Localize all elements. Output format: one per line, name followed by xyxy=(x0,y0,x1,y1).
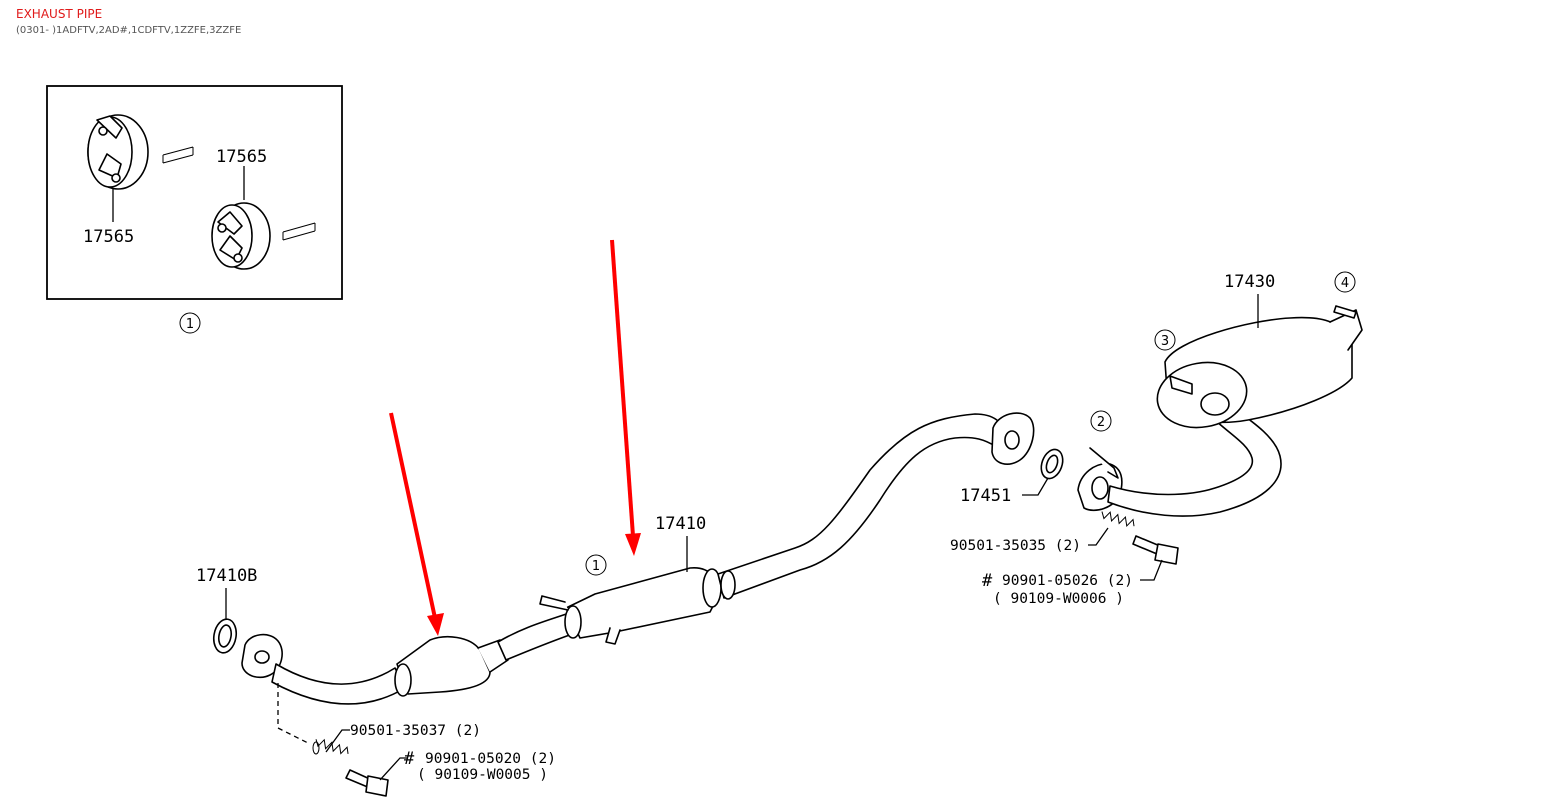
bolt-front-mark: # xyxy=(404,749,415,769)
hanger-pin-lower xyxy=(282,222,316,241)
label-bolt-front-alt: ( 90109-W0005 ) xyxy=(417,767,548,783)
callout-circle-pipe-hanger xyxy=(585,554,607,576)
inlet-pipe xyxy=(271,663,406,705)
callout-circle-inset xyxy=(179,312,201,334)
tail-pipe-assembly xyxy=(1077,305,1363,517)
label-inset-top: 17565 xyxy=(216,147,267,167)
dashed-guide-front xyxy=(277,683,311,745)
diagram-title: EXHAUST PIPE xyxy=(16,7,103,21)
callout-circle-muffler-hanger xyxy=(1154,329,1176,351)
callout-muffler-hanger: 3 xyxy=(1161,334,1169,349)
label-inset-bottom: 17565 xyxy=(83,227,134,247)
callout-inset: 1 xyxy=(186,317,194,332)
rubber-hanger-lower xyxy=(211,202,271,270)
leader-spring-rear xyxy=(1088,527,1109,546)
front-pipe-assembly xyxy=(241,412,1035,705)
gasket-center xyxy=(1040,448,1064,480)
bolt-rear-mark: # xyxy=(982,571,993,591)
gasket-front xyxy=(212,618,238,654)
label-spring-rear: 90501-35035 (2) xyxy=(950,538,1081,554)
callout-tail-hanger: 4 xyxy=(1341,276,1349,291)
label-tail-pipe: 17430 xyxy=(1224,272,1275,292)
label-bolt-front: 90901-05020 (2) xyxy=(425,751,556,767)
label-bolt-rear: 90901-05026 (2) xyxy=(1002,573,1133,589)
callout-pipe-hanger: 1 xyxy=(592,559,600,574)
label-spring-front: 90501-35037 (2) xyxy=(350,723,481,739)
label-gasket-front: 17410B xyxy=(196,566,257,586)
bolt-front xyxy=(345,769,389,797)
center-pipe xyxy=(717,413,1004,599)
leader-bolt-rear xyxy=(1140,559,1163,581)
label-bolt-rear-alt: ( 90109-W0006 ) xyxy=(993,591,1124,607)
bolt-rear xyxy=(1132,535,1179,565)
callout-circle-rear-flange xyxy=(1090,410,1112,432)
spring-rear xyxy=(1101,511,1135,527)
diagram-subtitle: (0301- )1ADFTV,2AD#,1CDFTV,1ZZFE,3ZZFE xyxy=(16,25,242,36)
red-arrow-catalytic xyxy=(389,412,444,636)
leader-bolt-front xyxy=(379,757,408,781)
leader-gasket-center xyxy=(1022,477,1049,496)
label-front-pipe: 17410 xyxy=(655,514,706,534)
spring-front xyxy=(312,738,349,755)
inset-frame xyxy=(46,85,343,300)
hanger-pin-upper xyxy=(162,146,194,164)
hanger-inset: 17565 17565 xyxy=(46,85,343,300)
callout-rear-flange: 2 xyxy=(1097,415,1105,430)
rubber-hanger-upper xyxy=(87,114,149,190)
resonator xyxy=(565,567,719,639)
red-arrow-resonator xyxy=(610,239,641,556)
label-gasket-center: 17451 xyxy=(960,486,1011,506)
callout-circle-tail-hanger xyxy=(1334,271,1356,293)
leader-spring-front xyxy=(325,729,350,753)
